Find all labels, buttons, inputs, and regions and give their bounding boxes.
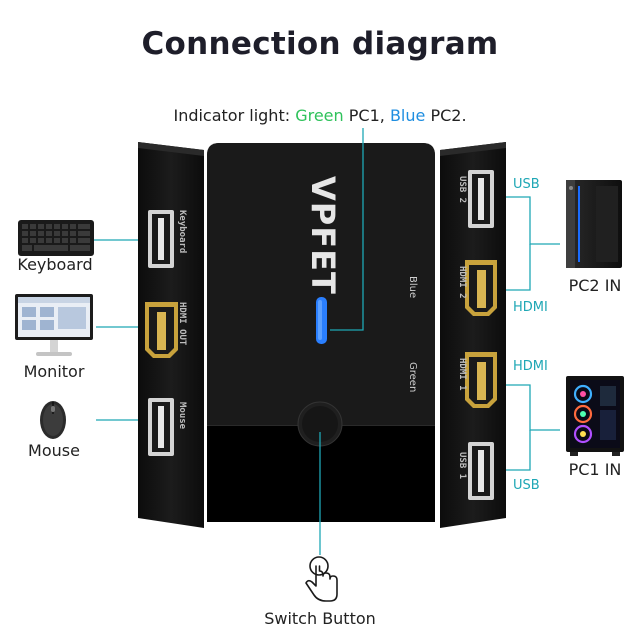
port-label-hdmi1: HDMI 1 <box>457 358 467 391</box>
indicator-caption: Indicator light: Green PC1, Blue PC2. <box>0 106 640 125</box>
port-label-usb2: USB 2 <box>457 176 467 203</box>
led-label-blue: Blue <box>407 276 418 298</box>
hand-pointer-icon <box>305 556 338 602</box>
led-label-green: Green <box>407 362 418 392</box>
port-label-hdmi-out: HDMI OUT <box>177 302 187 346</box>
page-title: Connection diagram <box>141 26 499 62</box>
indicator-leader-line <box>330 128 364 331</box>
usb-port-mouse <box>148 398 174 456</box>
switch-button[interactable] <box>297 401 343 447</box>
label-usb-bottom: USB <box>513 478 540 493</box>
connector-lines <box>94 196 560 471</box>
label-usb-top: USB <box>513 177 540 192</box>
label-hdmi-top: HDMI <box>513 300 548 315</box>
indicator-pc1: PC1, <box>348 106 385 125</box>
usb-port-2 <box>468 170 494 228</box>
monitor-device <box>15 294 93 356</box>
label-pc1-in: PC1 IN <box>568 460 622 479</box>
label-monitor: Monitor <box>23 362 85 381</box>
keyboard-device <box>18 220 94 256</box>
pc2-tower <box>566 180 622 268</box>
port-label-hdmi2: HDMI 2 <box>457 266 467 299</box>
indicator-pc2: PC2. <box>430 106 467 125</box>
brand-logo: VPFET <box>304 176 342 295</box>
usb-port-keyboard <box>148 210 174 268</box>
port-label-keyboard: Keyboard <box>177 210 187 253</box>
indicator-blue-word: Blue <box>389 106 426 125</box>
label-pc2-in: PC2 IN <box>568 276 622 295</box>
pc1-tower <box>566 376 624 456</box>
label-keyboard: Keyboard <box>17 255 93 274</box>
label-mouse: Mouse <box>28 441 80 460</box>
hdmi-port-1 <box>465 352 497 408</box>
port-label-mouse: Mouse <box>177 402 187 430</box>
hdmi-out-port <box>145 302 178 358</box>
usb-port-1 <box>468 442 494 500</box>
right-port-panel <box>440 142 506 528</box>
indicator-prefix: Indicator light: <box>173 106 291 125</box>
label-hdmi-bottom: HDMI <box>513 359 548 374</box>
mouse-device <box>40 401 66 439</box>
indicator-green-word: Green <box>295 106 344 125</box>
hdmi-port-2 <box>465 260 497 316</box>
port-label-usb1: USB 1 <box>457 452 467 479</box>
label-switch-button: Switch Button <box>264 609 376 628</box>
